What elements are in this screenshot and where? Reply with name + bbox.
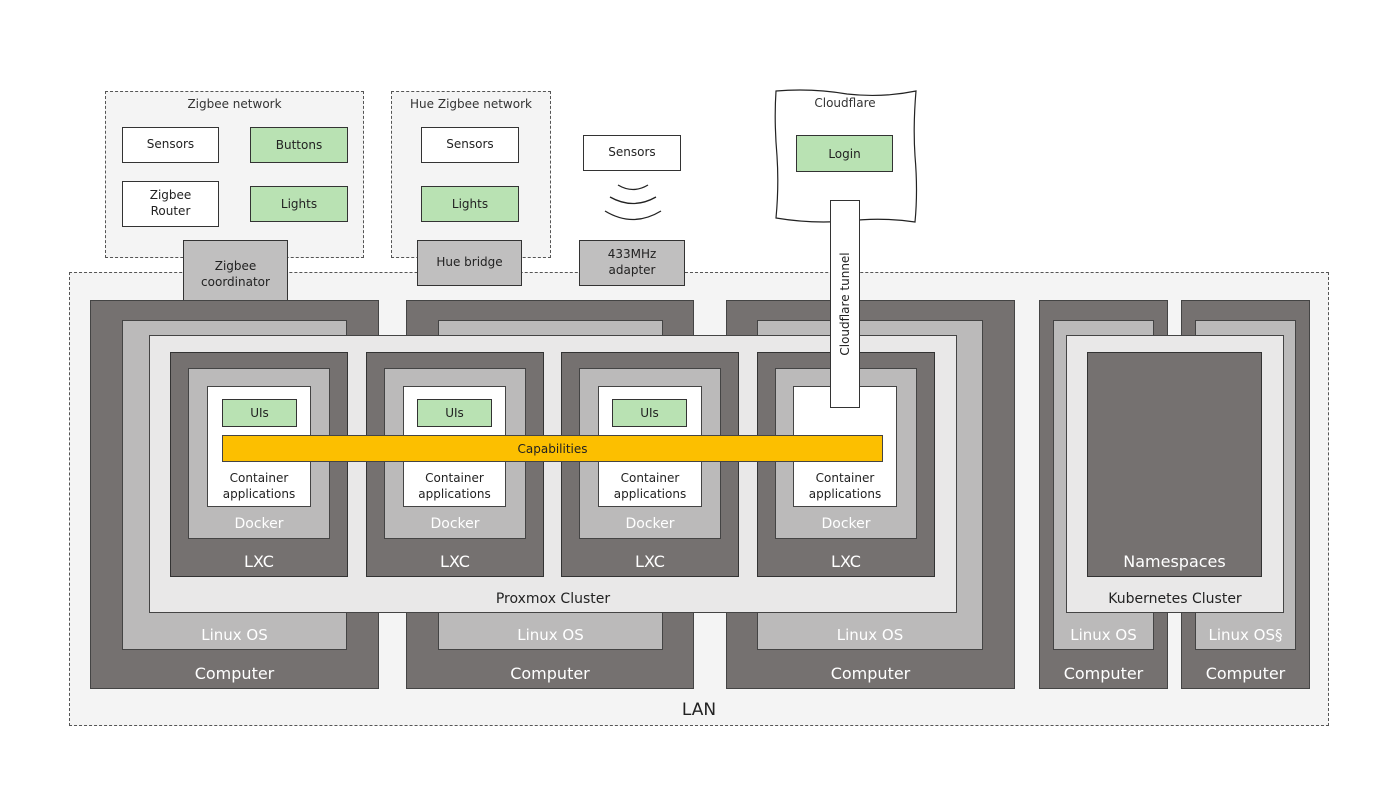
hue-lights-box: Lights: [421, 186, 519, 222]
zigbee-coordinator-line1: Zigbee: [214, 258, 257, 273]
zigbee-router-line2: Router: [150, 204, 191, 218]
uis-box-3: UIs: [612, 399, 687, 427]
kubernetes-cluster-label: Kubernetes Cluster: [1108, 591, 1242, 607]
computer-3-label: Computer: [830, 664, 911, 683]
rf-adapter-line1: 433MHz: [607, 247, 657, 262]
zigbee-sensors-box: Sensors: [122, 127, 219, 163]
rf-adapter-line2: adapter: [608, 263, 656, 277]
hue-sensors-box: Sensors: [421, 127, 519, 163]
container-apps-4-line1: Container: [815, 471, 875, 485]
zigbee-coordinator-box: Zigbee coordinator: [183, 240, 288, 309]
zigbee-coordinator-line2: coordinator: [201, 274, 270, 289]
container-apps-3-line2: applications: [613, 487, 687, 501]
docker-1-label: Docker: [234, 516, 284, 532]
uis-box-1: UIs: [222, 399, 297, 427]
zigbee-buttons-box: Buttons: [250, 127, 348, 163]
docker-3-label: Docker: [625, 516, 675, 532]
namespaces-box: Namespaces: [1087, 352, 1262, 577]
linux-os-4-label: Linux OS: [1070, 626, 1137, 644]
computer-4-label: Computer: [1063, 664, 1144, 683]
lan-label: LAN: [681, 700, 717, 720]
uis-box-2: UIs: [417, 399, 492, 427]
lxc-4-label: LXC: [831, 552, 861, 571]
docker-4-label: Docker: [821, 516, 871, 532]
container-apps-2-line2: applications: [418, 487, 491, 501]
lxc-2-label: LXC: [440, 552, 470, 571]
cloudflare-tunnel-label: Cloudflare tunnel: [838, 252, 852, 356]
zigbee-router-box: Zigbee Router: [122, 181, 219, 227]
capabilities-bar: Capabilities: [222, 435, 883, 462]
container-apps-4-line2: applications: [808, 487, 882, 501]
container-apps-3-line1: Container: [620, 471, 680, 485]
hue-network-title: Hue Zigbee network: [410, 97, 532, 111]
rf-sensors-box: Sensors: [583, 135, 681, 171]
zigbee-lights-box: Lights: [250, 186, 348, 222]
container-apps-1-line2: applications: [222, 487, 296, 501]
computer-5-label: Computer: [1205, 664, 1286, 683]
lxc-1-label: LXC: [244, 552, 274, 571]
lxc-3-label: LXC: [635, 552, 665, 571]
linux-os-5-label: Linux OS§: [1208, 626, 1283, 644]
linux-os-2-label: Linux OS: [517, 626, 584, 644]
rf-adapter-box: 433MHz adapter: [579, 240, 685, 286]
proxmox-cluster-label: Proxmox Cluster: [495, 591, 611, 607]
cloudflare-login-box: Login: [796, 135, 893, 172]
wireless-signal-icon: [604, 184, 662, 221]
cloudflare-title: Cloudflare: [814, 96, 876, 110]
cloudflare-tunnel: Cloudflare tunnel: [830, 200, 860, 408]
zigbee-network-title: Zigbee network: [187, 97, 282, 111]
computer-2-label: Computer: [510, 664, 590, 683]
container-apps-2-line1: Container: [425, 471, 484, 485]
linux-os-3-label: Linux OS: [836, 626, 904, 644]
computer-1-label: Computer: [194, 664, 275, 683]
hue-network-group: Hue Zigbee network: [391, 91, 551, 258]
namespaces-label: Namespaces: [1123, 552, 1226, 571]
docker-2-label: Docker: [430, 516, 480, 532]
container-apps-1-line1: Container: [229, 471, 289, 485]
zigbee-network-group: Zigbee network: [105, 91, 364, 258]
zigbee-router-line1: Zigbee: [149, 188, 192, 203]
hue-bridge-box: Hue bridge: [417, 240, 522, 286]
linux-os-1-label: Linux OS: [201, 626, 268, 644]
